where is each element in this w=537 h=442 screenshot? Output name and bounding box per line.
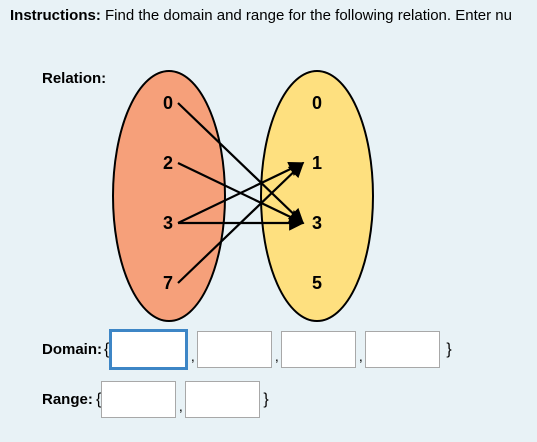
range-value-3: 3 xyxy=(312,213,322,233)
domain-answer-row: { , , , } xyxy=(104,329,452,370)
domain-value-0: 0 xyxy=(163,93,173,113)
relation-label: Relation: xyxy=(42,70,107,87)
instructions-prefix: Instructions: xyxy=(10,7,101,24)
range-value-5: 5 xyxy=(312,273,322,293)
domain-input-1[interactable] xyxy=(109,329,189,370)
instructions-text: Instructions: Find the domain and range … xyxy=(10,7,512,24)
domain-close-brace: } xyxy=(446,340,452,358)
range-comma: , xyxy=(178,397,183,414)
domain-comma: , xyxy=(358,347,363,364)
range-value-0: 0 xyxy=(312,93,322,113)
mapping-arrows xyxy=(177,102,305,284)
domain-comma: , xyxy=(274,347,279,364)
domain-open-brace: { xyxy=(104,340,110,358)
range-answer-row: { , } xyxy=(96,381,269,418)
domain-input-4[interactable] xyxy=(365,331,441,368)
mapping-arrow-0-to-3 xyxy=(177,102,305,225)
domain-value-3: 3 xyxy=(163,213,173,233)
range-close-brace: } xyxy=(263,390,269,408)
range-value-1: 1 xyxy=(312,153,322,173)
domain-value-2: 2 xyxy=(163,153,173,173)
domain-values: 0 2 3 7 xyxy=(163,93,173,293)
domain-label: Domain: xyxy=(42,341,102,358)
range-open-brace: { xyxy=(96,390,102,408)
range-label: Range: xyxy=(42,391,93,408)
mapping-arrow-7-to-1 xyxy=(177,161,305,284)
range-oval xyxy=(260,70,374,322)
domain-oval xyxy=(112,70,226,322)
domain-comma: , xyxy=(190,347,195,364)
mapping-arrow-3-to-1 xyxy=(177,162,305,224)
domain-value-7: 7 xyxy=(163,273,173,293)
domain-input-3[interactable] xyxy=(281,331,357,368)
range-values: 0 1 3 5 xyxy=(312,93,322,293)
range-input-2[interactable] xyxy=(185,381,261,418)
instructions-body: Find the domain and range for the follow… xyxy=(100,7,512,24)
range-input-1[interactable] xyxy=(101,381,177,418)
domain-input-2[interactable] xyxy=(197,331,273,368)
